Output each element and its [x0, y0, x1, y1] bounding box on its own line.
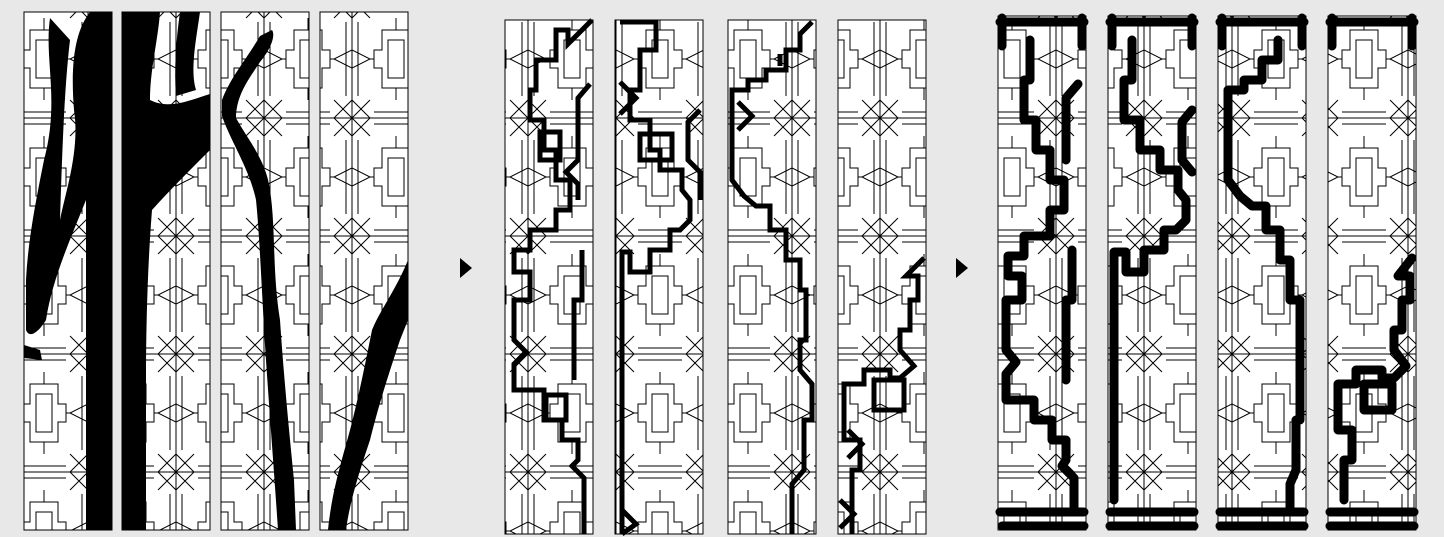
mask-panel-4	[320, 12, 408, 530]
process-arrow-2	[956, 258, 968, 278]
mask-panel-3	[221, 12, 309, 530]
stage-traced-paths	[505, 20, 926, 534]
traced-panel-3	[728, 20, 816, 534]
traced-panel-2	[615, 20, 703, 534]
thickened-panel-2	[1108, 16, 1196, 530]
stage-input-mask	[24, 12, 408, 530]
thickened-panel-4	[1328, 16, 1416, 530]
thickened-panel-3	[1218, 16, 1306, 530]
mask-panel-2	[122, 12, 210, 530]
stage-thickened-paths	[998, 16, 1416, 530]
process-arrow-1	[460, 258, 472, 278]
mask-panel-1	[24, 12, 112, 530]
thickened-panel-1	[998, 16, 1086, 530]
traced-panel-1	[505, 20, 593, 534]
traced-panel-4	[838, 20, 926, 534]
